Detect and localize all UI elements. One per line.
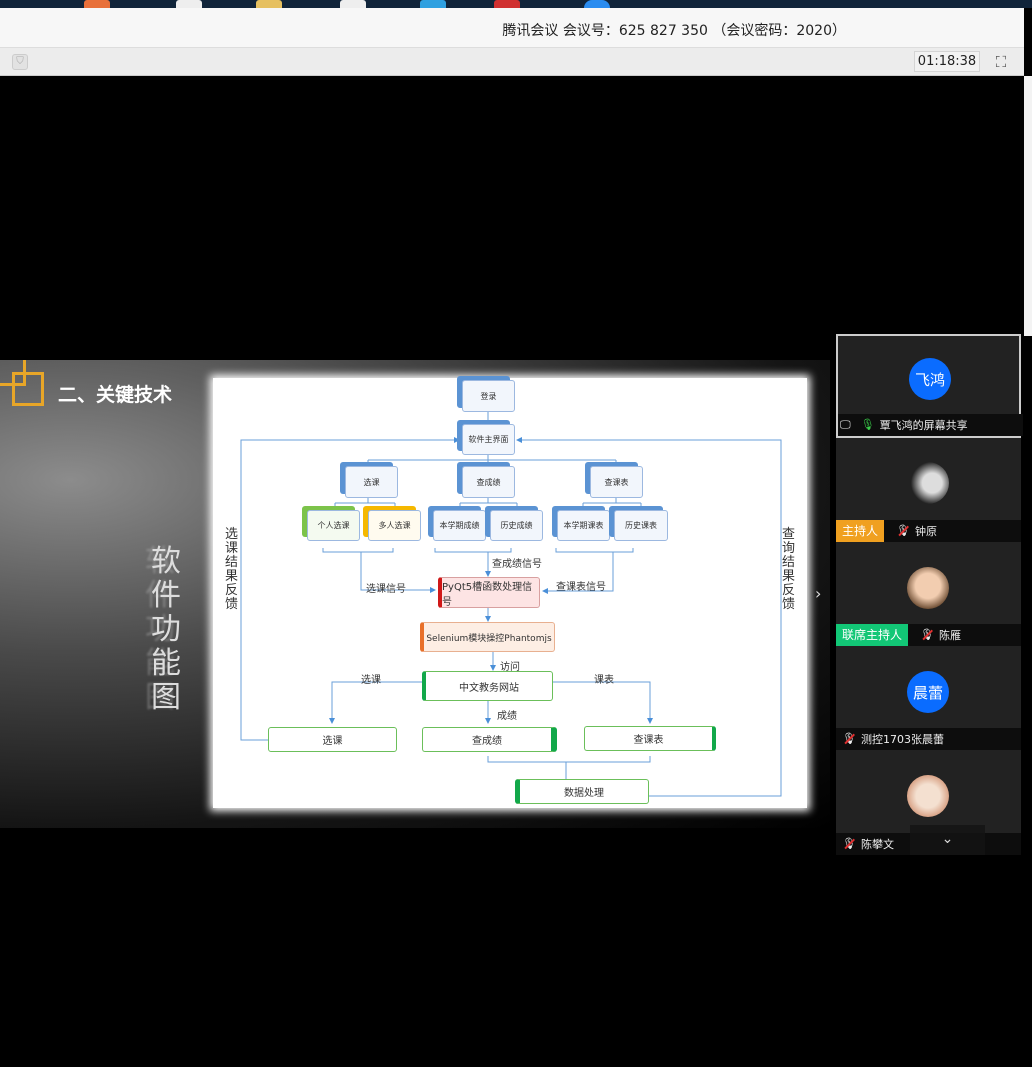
node-pyqt: PyQt5槽函数处理信号 [438, 577, 540, 608]
slide-vertical-title: 软件功能图 [151, 544, 181, 715]
node-history-schedule: 历史课表 [614, 510, 668, 541]
shield-icon[interactable]: ⛉ [12, 54, 28, 70]
shared-screen-slide: 二、关键技术 软件功能图 登录 软件主界面 选课 查成绩 查课表 个人选课 多人… [0, 360, 830, 828]
avatar [907, 567, 949, 609]
node-out-select: 选课 [268, 727, 397, 752]
app-icon[interactable] [84, 0, 110, 8]
mic-on-icon: 🎙 [860, 418, 875, 431]
label-left-feedback: 选课结果反馈 [225, 527, 239, 612]
screen-share-icon: 🖵 [840, 418, 851, 431]
participant-name: 测控1703张晨蕾 [861, 733, 944, 746]
chevron-right-icon[interactable]: › [815, 584, 822, 603]
node-website: 中文教务网站 [422, 671, 553, 701]
label-edge-grades: 成绩 [497, 711, 517, 722]
node-term-schedule: 本学期课表 [557, 510, 610, 541]
toolbar: ⛉ 01:18:38 ⛶ [0, 48, 1024, 76]
label-edge-schedule: 课表 [594, 675, 614, 686]
label-visit: 访问 [500, 662, 520, 673]
meeting-title: 腾讯会议 会议号：625 827 350 （会议密码：2020） [502, 23, 846, 39]
cohost-badge: 联席主持人 [836, 624, 909, 646]
avatar [907, 462, 949, 504]
label-edge-select: 选课 [361, 675, 381, 686]
slide-section-title: 二、关键技术 [58, 384, 173, 406]
node-data-processing: 数据处理 [515, 779, 649, 804]
name-bar: 🖵 🎙 覃飞鸿的屏幕共享 [838, 414, 1023, 436]
slide-decoration [12, 372, 44, 406]
participant-tile[interactable]: 晨蕾 🎙 测控1703张晨蕾 [836, 646, 1021, 750]
node-history-grades: 历史成绩 [490, 510, 543, 541]
folder-icon[interactable] [256, 0, 282, 8]
name-bar: 主持人 🎙 钟原 [836, 520, 1021, 542]
participant-name: 覃飞鸿的屏幕共享 [879, 419, 968, 432]
meeting-timer: 01:18:38 [914, 51, 980, 72]
node-login: 登录 [462, 380, 515, 412]
mic-muted-icon: 🎙 [842, 837, 856, 850]
avatar: 飞鸿 [909, 358, 951, 400]
participant-tile[interactable]: 飞鸿 🖵 🎙 覃飞鸿的屏幕共享 [836, 334, 1023, 438]
collapse-list-button[interactable]: ⌄ [910, 825, 985, 855]
node-group-select: 多人选课 [368, 510, 421, 541]
node-selenium: Selenium模块操控Phantomjs [420, 622, 555, 652]
fullscreen-icon[interactable]: ⛶ [995, 53, 1007, 71]
participant-tile[interactable]: 联席主持人 🎙 陈雁 [836, 542, 1021, 646]
mic-muted-icon: 🎙 [896, 524, 910, 537]
host-badge: 主持人 [836, 520, 885, 542]
window-edge [1024, 76, 1032, 336]
function-diagram: 登录 软件主界面 选课 查成绩 查课表 个人选课 多人选课 本学期成绩 历史成绩… [213, 378, 807, 808]
name-bar: 🎙 测控1703张晨蕾 [836, 728, 1021, 750]
app-icon[interactable] [420, 0, 446, 8]
participant-name: 陈雁 [939, 629, 962, 642]
node-select-course: 选课 [345, 466, 398, 498]
app-icon[interactable] [584, 0, 610, 8]
participant-name: 陈攀文 [861, 838, 894, 851]
node-check-schedule: 查课表 [590, 466, 643, 498]
chevron-down-icon: ⌄ [941, 831, 954, 847]
app-icon[interactable] [340, 0, 366, 8]
avatar: 晨蕾 [907, 671, 949, 713]
node-check-grades: 查成绩 [462, 466, 515, 498]
title-bar: 腾讯会议 会议号：625 827 350 （会议密码：2020） [0, 8, 1024, 48]
mic-muted-icon: 🎙 [920, 628, 934, 641]
node-out-schedule: 查课表 [584, 726, 716, 751]
window-edge [1024, 8, 1032, 1067]
desktop-taskbar [0, 0, 1032, 8]
label-grade-signal: 查成绩信号 [492, 559, 542, 570]
avatar [907, 775, 949, 817]
node-main-ui: 软件主界面 [462, 424, 515, 455]
mic-muted-icon: 🎙 [842, 732, 856, 745]
node-out-grades: 查成绩 [422, 727, 557, 752]
participant-name: 钟原 [915, 525, 938, 538]
app-icon[interactable] [494, 0, 520, 8]
label-select-signal: 选课信号 [366, 584, 406, 595]
app-icon[interactable] [176, 0, 202, 8]
participant-tile[interactable]: 主持人 🎙 钟原 [836, 438, 1021, 542]
label-right-feedback: 查询结果反馈 [782, 527, 796, 612]
name-bar: 联席主持人 🎙 陈雁 [836, 624, 1021, 646]
node-term-grades: 本学期成绩 [433, 510, 486, 541]
label-schedule-signal: 查课表信号 [556, 582, 606, 593]
node-personal-select: 个人选课 [307, 510, 360, 541]
diagram-connectors [240, 412, 782, 797]
